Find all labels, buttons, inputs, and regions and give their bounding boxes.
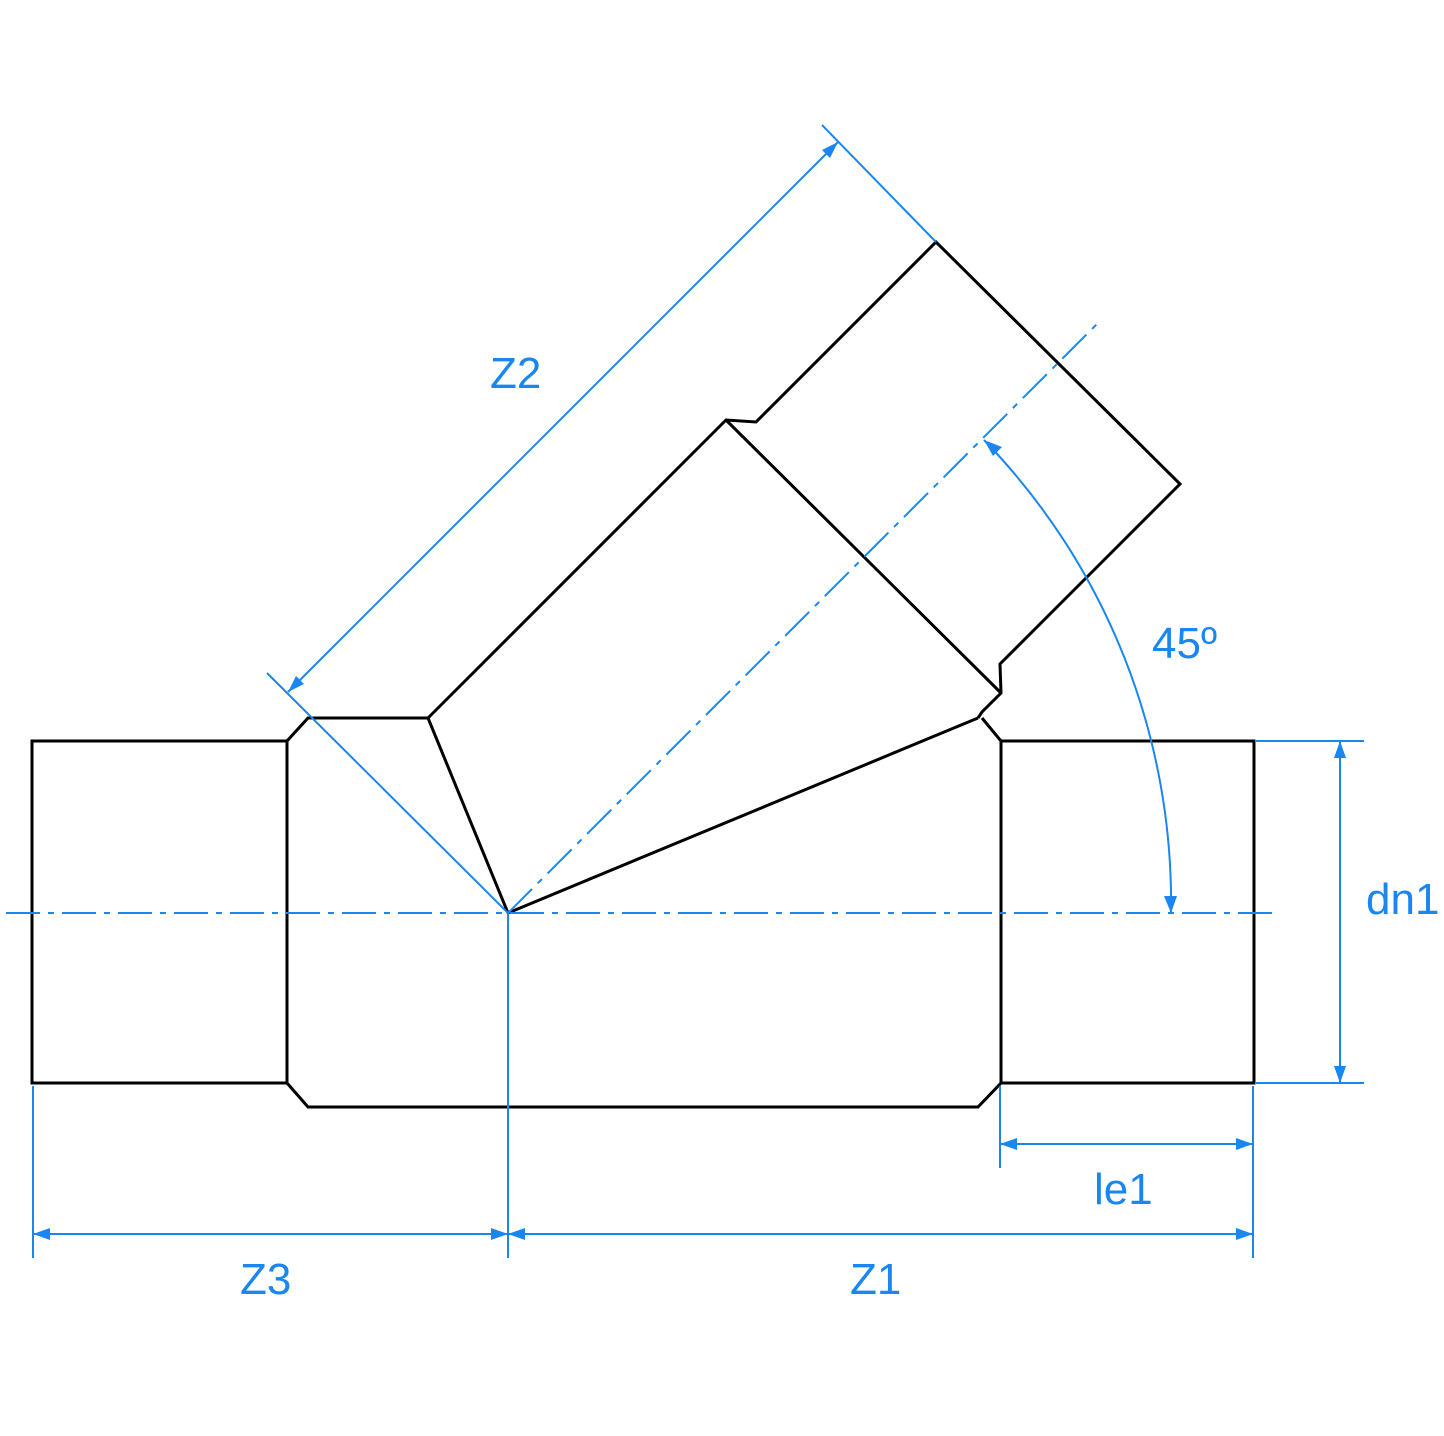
- fitting-outline: [30, 239, 1256, 1109]
- angle-label: 45º: [1152, 619, 1218, 668]
- z2-label: Z2: [490, 349, 542, 398]
- dn1-label: dn1: [1366, 875, 1440, 924]
- dimension-lines: [6, 124, 1364, 1258]
- z1-label: Z1: [850, 1255, 902, 1304]
- dimension-arrows: [33, 142, 1346, 1240]
- z3-label: Z3: [240, 1255, 292, 1304]
- le1-label: le1: [1094, 1165, 1153, 1214]
